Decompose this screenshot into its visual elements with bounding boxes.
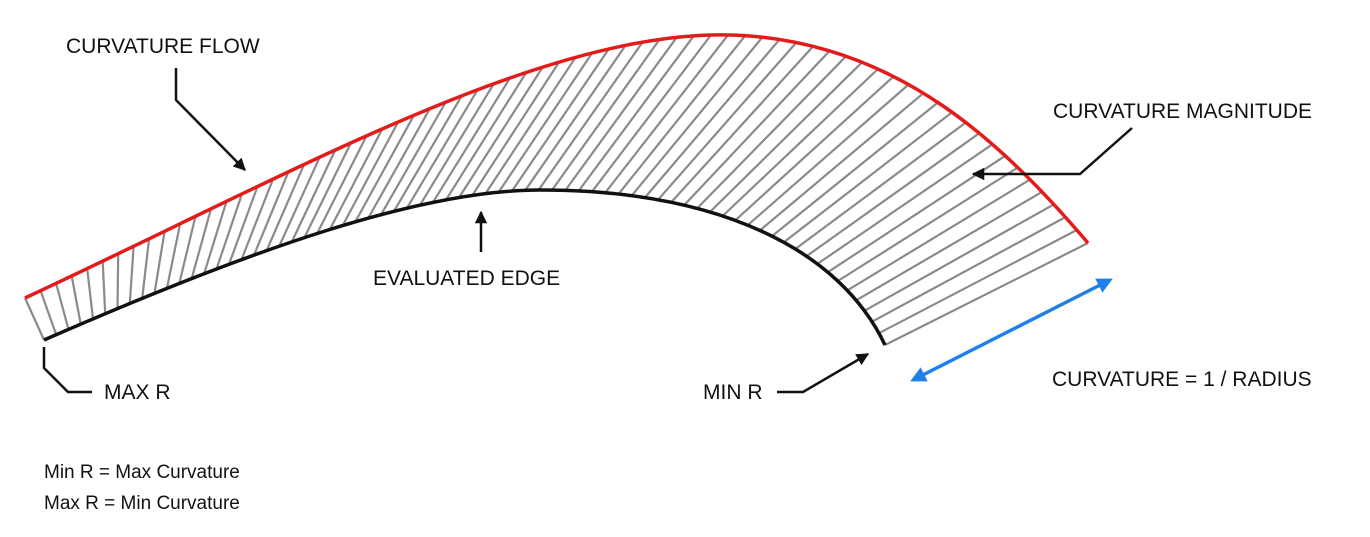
comb-line <box>39 290 58 336</box>
comb-line <box>805 132 980 258</box>
comb-line <box>846 178 1031 292</box>
comb-line <box>215 193 244 270</box>
curvature-flow-leader <box>174 68 246 171</box>
max-r-label: MAX R <box>104 381 171 404</box>
comb-line <box>746 83 910 227</box>
comb-line <box>871 216 1066 323</box>
curvature-formula-label: CURVATURE = 1 / RADIUS <box>1052 368 1312 391</box>
comb-line <box>657 41 798 201</box>
comb-line <box>604 34 729 194</box>
comb-line <box>178 216 197 284</box>
curvature-flow-curve <box>24 33 1090 300</box>
comb-line <box>70 275 82 325</box>
max-r-leader <box>42 347 92 394</box>
comb-line <box>771 101 939 237</box>
evaluated-edge-label: EVALUATED EDGE <box>373 267 560 290</box>
comb-line <box>190 208 213 279</box>
comb-line <box>316 135 368 234</box>
comb-line <box>265 163 306 252</box>
comb-line <box>878 229 1078 335</box>
comb-line <box>644 38 781 199</box>
comb-line <box>445 71 528 201</box>
comb-line <box>367 108 431 219</box>
comb-line <box>328 128 384 231</box>
comb-line <box>484 56 577 195</box>
comb-line <box>341 121 400 227</box>
comb-line <box>816 143 994 265</box>
comb-line <box>116 253 120 309</box>
comb-line <box>354 114 415 223</box>
comb-line <box>497 52 594 193</box>
comb-line <box>884 242 1089 346</box>
comb-line <box>794 121 967 250</box>
radius-dimension-arrow <box>910 278 1113 382</box>
comb-line <box>683 50 831 206</box>
comb-line <box>290 149 337 243</box>
curvature-magnitude-label: CURVATURE MAGNITUDE <box>1053 100 1312 123</box>
comb-line <box>709 61 863 213</box>
comb-line <box>617 34 747 195</box>
comb-line <box>670 45 815 204</box>
comb-line <box>696 55 847 210</box>
curvature-magnitude-leader <box>971 127 1133 181</box>
comb-line <box>721 68 879 217</box>
comb-line <box>564 36 678 192</box>
comb-line <box>203 200 228 275</box>
comb-line <box>630 36 764 197</box>
comb-line <box>101 261 107 314</box>
min-r-leader <box>777 352 870 394</box>
comb-line <box>577 35 695 192</box>
comb-line <box>471 61 561 197</box>
comb-line <box>524 44 627 191</box>
comb-line <box>141 238 151 299</box>
comb-line <box>392 95 463 212</box>
comb-line <box>551 38 661 191</box>
comb-line <box>153 231 166 294</box>
comb-line <box>303 142 352 239</box>
comb-line <box>86 268 95 320</box>
comb-line <box>128 246 135 304</box>
comb-line <box>458 66 544 199</box>
curvature-flow-label: CURVATURE FLOW <box>66 35 260 58</box>
comb-line <box>278 156 321 247</box>
comb-line <box>863 203 1055 312</box>
comb-line <box>837 166 1019 282</box>
comb-line <box>431 77 511 203</box>
comb-line <box>55 283 70 330</box>
comb-line <box>511 48 610 192</box>
comb-line <box>23 297 46 341</box>
comb-line <box>252 171 290 256</box>
min-r-label: MIN R <box>703 381 763 404</box>
min-r-note: Min R = Max Curvature <box>44 462 240 483</box>
curvature-comb-lines <box>23 34 1089 346</box>
comb-line <box>240 178 275 261</box>
comb-line <box>418 83 495 206</box>
comb-line <box>537 41 644 191</box>
comb-line <box>227 186 259 265</box>
comb-line <box>855 190 1043 302</box>
comb-line <box>759 92 925 232</box>
comb-line <box>405 89 479 209</box>
max-r-note: Max R = Min Curvature <box>44 493 240 514</box>
comb-line <box>380 101 447 216</box>
comb-line <box>165 223 182 289</box>
evaluated-edge-curve <box>43 188 887 346</box>
comb-line <box>591 34 712 193</box>
comb-line <box>734 75 895 222</box>
comb-line <box>783 111 953 244</box>
